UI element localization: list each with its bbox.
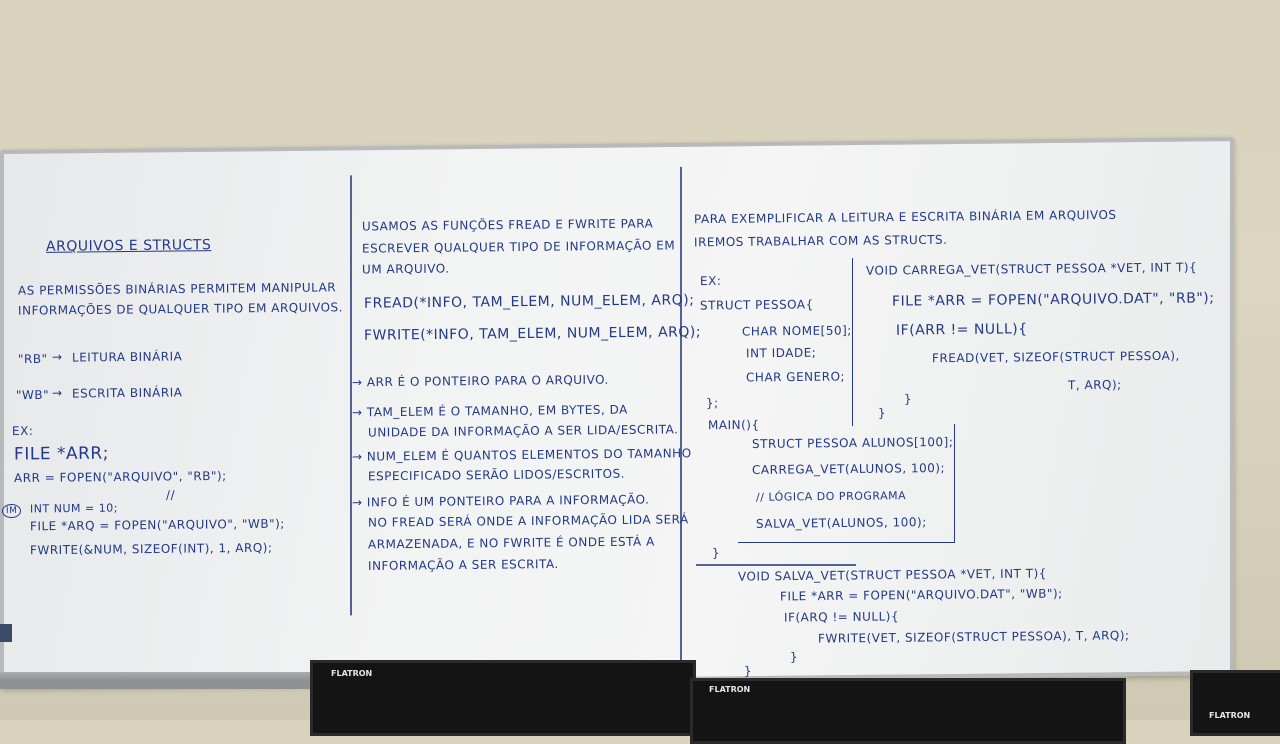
bullet-num-elem-cont: ESPECIFICADO SERÃO LIDOS/ESCRITOS.	[367, 466, 626, 484]
salva-line-3: IF(ARQ != NULL){	[783, 609, 900, 625]
int-num-line: INT NUM = 10;	[29, 501, 118, 516]
struct-line-2: CHAR NOME[50];	[741, 323, 852, 339]
wall-pipe	[0, 681, 330, 689]
divider-right	[680, 166, 682, 672]
section-marker: //	[165, 487, 176, 503]
monitor-center: FLATRON	[690, 678, 1126, 744]
bullet-arr: → ARR É O PONTEIRO PARA O ARQUIVO.	[351, 372, 609, 390]
struct-line-3: INT IDADE;	[745, 345, 817, 361]
struct-line-1: STRUCT PESSOA{	[699, 297, 814, 313]
salva-line-6: }	[743, 663, 753, 679]
rb-code: "RB"	[17, 351, 48, 367]
divider-left	[350, 175, 352, 616]
carrega-frame	[852, 258, 1213, 426]
bullet-info-cont3: INFORMAÇÃO A SER ESCRITA.	[367, 557, 559, 573]
salva-line-5: }	[789, 649, 799, 665]
col3-ex: EX:	[699, 273, 722, 289]
arrow-icon: →	[51, 385, 63, 401]
fopen-line: ARR = FOPEN("ARQUIVO", "RB");	[13, 468, 227, 486]
fwrite-line-col1: FWRITE(&NUM, SIZEOF(INT), 1, ARQ);	[29, 540, 273, 558]
monitor-right: FLATRON	[1190, 670, 1280, 736]
main-line-3: CARREGA_VET(ALUNOS, 100);	[751, 460, 946, 478]
arrow-icon: →	[51, 349, 63, 365]
wb-text: ESCRITA BINÁRIA	[71, 385, 183, 401]
main-line-6: }	[711, 545, 721, 561]
bullet-tam-elem: → TAM_ELEM É O TAMANHO, EM BYTES, DA	[351, 402, 628, 420]
col1-ex: EX:	[11, 423, 34, 439]
rb-text: LEITURA BINÁRIA	[71, 349, 183, 365]
carrega-line-6: }	[903, 391, 913, 407]
carrega-line-4: FREAD(VET, SIZEOF(STRUCT PESSOA),	[931, 348, 1180, 366]
carrega-line-7: }	[877, 405, 887, 421]
monitor-left: FLATRON	[310, 660, 696, 736]
struct-line-4: CHAR GENERO;	[745, 369, 846, 385]
carrega-line-3: IF(ARR != NULL){	[895, 321, 1028, 339]
col2-l3: UM ARQUIVO.	[361, 261, 450, 277]
monitor-brand: FLATRON	[1209, 711, 1251, 720]
wb-code: "WB"	[15, 387, 50, 403]
salva-line-2: FILE *ARR = FOPEN("ARQUIVO.DAT", "WB");	[779, 586, 1063, 604]
file-decl: FILE *ARR;	[13, 443, 109, 465]
file-arq-line: FILE *ARQ = FOPEN("ARQUIVO", "WB");	[29, 516, 285, 534]
main-line-5: SALVA_VET(ALUNOS, 100);	[755, 515, 927, 531]
bullet-info-cont2: ARMAZENADA, E NO FWRITE É ONDE ESTÁ A	[367, 534, 655, 552]
main-bottom-rule	[696, 564, 856, 566]
carrega-line-2: FILE *ARR = FOPEN("ARQUIVO.DAT", "RB");	[891, 290, 1215, 310]
monitor-brand: FLATRON	[709, 685, 751, 694]
col1-title: ARQUIVOS E STRUCTS	[45, 237, 212, 255]
col3-heading-2: IREMOS TRABALHAR COM AS STRUCTS.	[693, 232, 948, 250]
main-frame	[738, 424, 955, 543]
monitor-brand: FLATRON	[331, 669, 373, 678]
struct-line-5: };	[705, 395, 719, 411]
main-line-4: // LÓGICA DO PROGRAMA	[755, 489, 907, 504]
main-line-2: STRUCT PESSOA ALUNOS[100];	[751, 434, 954, 452]
carrega-line-5: T, ARQ);	[1067, 377, 1122, 393]
board-sticker	[0, 624, 12, 642]
